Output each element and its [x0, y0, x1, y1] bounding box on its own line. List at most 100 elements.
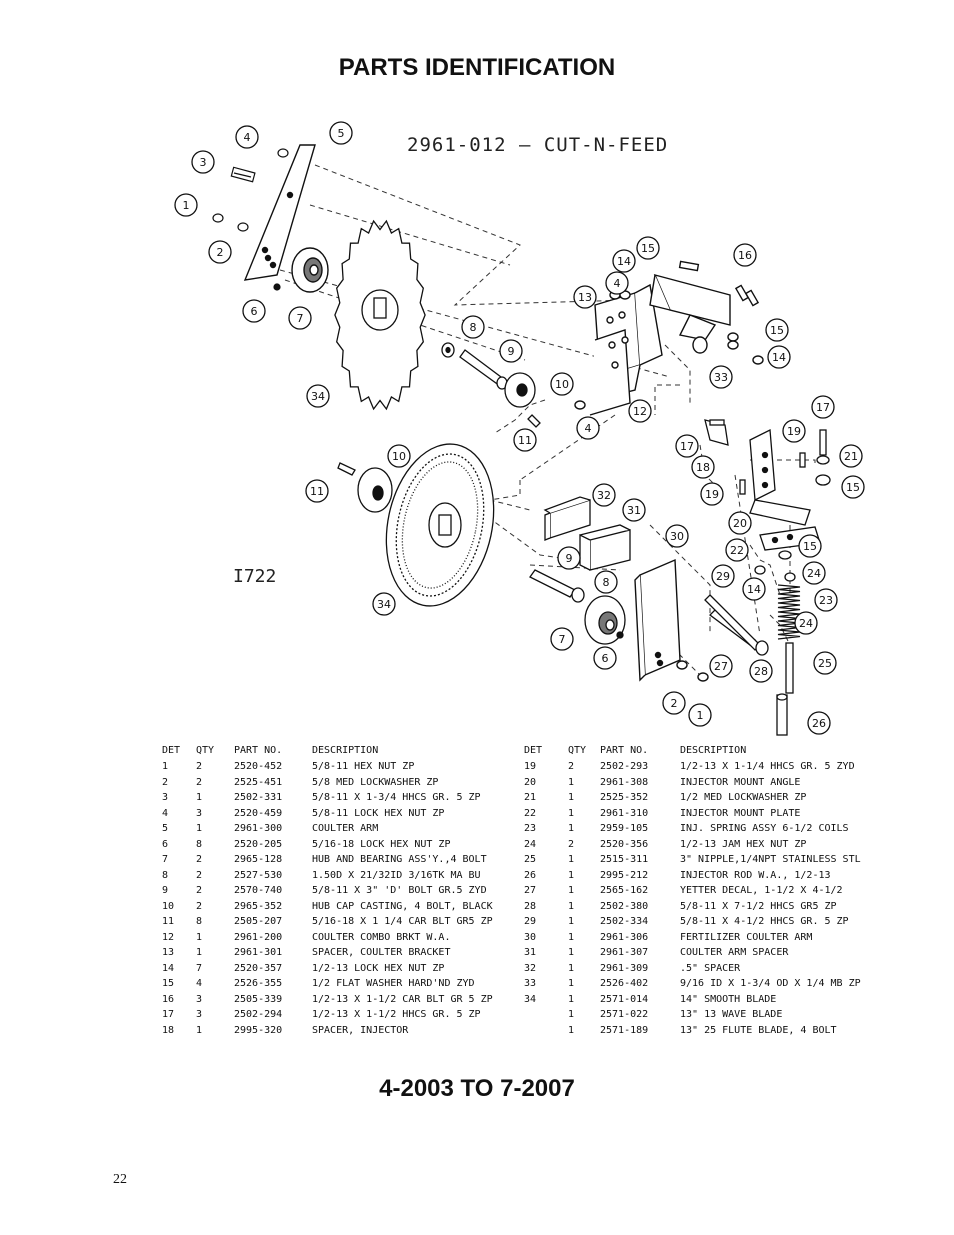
callout-5: 5	[329, 121, 353, 145]
part-number-cell: 2520-205	[234, 838, 283, 850]
callout-number: 27	[714, 660, 728, 673]
callout-14: 14	[742, 577, 766, 601]
callout-number: 9	[566, 552, 573, 565]
callout-8: 8	[461, 315, 485, 339]
description-cell: 3" NIPPLE,1/4NPT STAINLESS STL	[680, 854, 861, 865]
exploded-parts-diagram: 2961-012 — CUT-N-FEED I722	[150, 115, 870, 740]
description-cell: YETTER DECAL, 1-1/2 X 4-1/2	[680, 885, 843, 896]
col-desc-header: DESCRIPTION	[680, 744, 747, 756]
callout-8: 8	[594, 570, 618, 594]
callout-number: 17	[816, 401, 830, 414]
det-cell: 13	[162, 947, 175, 958]
callout-number: 34	[311, 390, 325, 403]
part-number-cell: 2520-357	[234, 962, 283, 974]
description-cell: 1/2-13 JAM HEX NUT ZP	[680, 838, 807, 850]
callout-19: 19	[700, 482, 724, 506]
smooth-blade-lower	[385, 443, 495, 607]
part-number-cell: 2571-014	[600, 993, 649, 1005]
callout-17: 17	[811, 395, 835, 419]
det-cell: 27	[524, 885, 537, 896]
det-cell: 22	[524, 807, 537, 819]
det-cell: 9	[162, 885, 169, 896]
part-number-cell: 2526-355	[234, 978, 283, 989]
description-cell: 5/8-11 X 3" 'D' BOLT GR.5 ZYD	[312, 885, 487, 896]
callout-number: 34	[377, 598, 391, 611]
det-cell	[524, 1007, 568, 1023]
part-number-cell: 2961-306	[600, 931, 649, 943]
callout-10: 10	[550, 372, 574, 396]
qty-cell: 1	[568, 978, 575, 989]
part-number-cell: 2527-530	[234, 869, 283, 881]
callout-number: 21	[844, 450, 858, 463]
qty-cell: 1	[196, 1024, 203, 1036]
description-cell: HUB CAP CASTING, 4 BOLT, BLACK	[312, 900, 493, 912]
description-cell: 9/16 ID X 1-3/4 OD X 1/4 MB ZP	[680, 978, 861, 989]
det-cell: 28	[524, 900, 537, 912]
qty-cell: 8	[196, 838, 203, 850]
part-number-cell: 2525-451	[234, 776, 283, 788]
callout-number: 28	[754, 665, 768, 678]
callout-7: 7	[550, 627, 574, 651]
coulter-arm-5	[243, 144, 316, 281]
callout-number: 15	[846, 481, 860, 494]
callout-29: 29	[711, 564, 735, 588]
qty-cell: 1	[196, 823, 203, 834]
part-number-cell: 2505-207	[234, 916, 283, 927]
det-cell: 5	[162, 823, 169, 834]
part-number-cell: 2995-320	[234, 1024, 283, 1036]
callout-number: 4	[244, 131, 251, 144]
det-cell: 4	[162, 807, 169, 819]
callout-14: 14	[767, 345, 791, 369]
description-cell: 1/2 FLAT WASHER HARD'ND ZYD	[312, 978, 475, 989]
qty-cell: 1	[568, 869, 575, 881]
part-number-cell: 2515-311	[600, 854, 649, 865]
callout-number: 32	[597, 489, 611, 502]
callout-number: 8	[470, 321, 477, 334]
qty-cell: 2	[196, 854, 203, 865]
callout-15: 15	[765, 318, 789, 342]
qty-cell: 3	[196, 993, 203, 1005]
det-cell: 19	[524, 761, 537, 772]
det-cell: 8	[162, 869, 169, 881]
qty-cell: 1	[568, 962, 575, 974]
description-cell: 1/2-13 X 1-1/2 HHCS GR. 5 ZP	[312, 1009, 481, 1020]
qty-cell: 2	[196, 869, 203, 881]
callout-16: 16	[733, 243, 757, 267]
det-cell: 10	[162, 900, 175, 912]
col-desc-header: DESCRIPTION	[312, 744, 379, 756]
part-number-cell: 2965-352	[234, 900, 283, 912]
callout-6: 6	[593, 646, 617, 670]
det-cell: 17	[162, 1009, 175, 1020]
table-header-row: DET QTY PART NO. DESCRIPTION	[158, 742, 493, 759]
part-number-cell: 2961-310	[600, 807, 649, 819]
callout-18: 18	[691, 455, 715, 479]
callout-number: 17	[680, 440, 694, 453]
det-cell: 7	[162, 854, 169, 865]
callout-number: 2	[217, 246, 224, 259]
callout-number: 1	[183, 199, 190, 212]
det-cell: 15	[162, 978, 175, 989]
callout-22: 22	[725, 538, 749, 562]
det-cell: 24	[524, 838, 537, 850]
long-bolts-28-29	[704, 594, 769, 656]
callout-number: 16	[738, 249, 752, 262]
description-cell: 5/8-11 X 1-3/4 HHCS GR. 5 ZP	[312, 792, 481, 803]
callout-4: 4	[576, 416, 600, 440]
qty-cell: 1	[568, 807, 575, 819]
